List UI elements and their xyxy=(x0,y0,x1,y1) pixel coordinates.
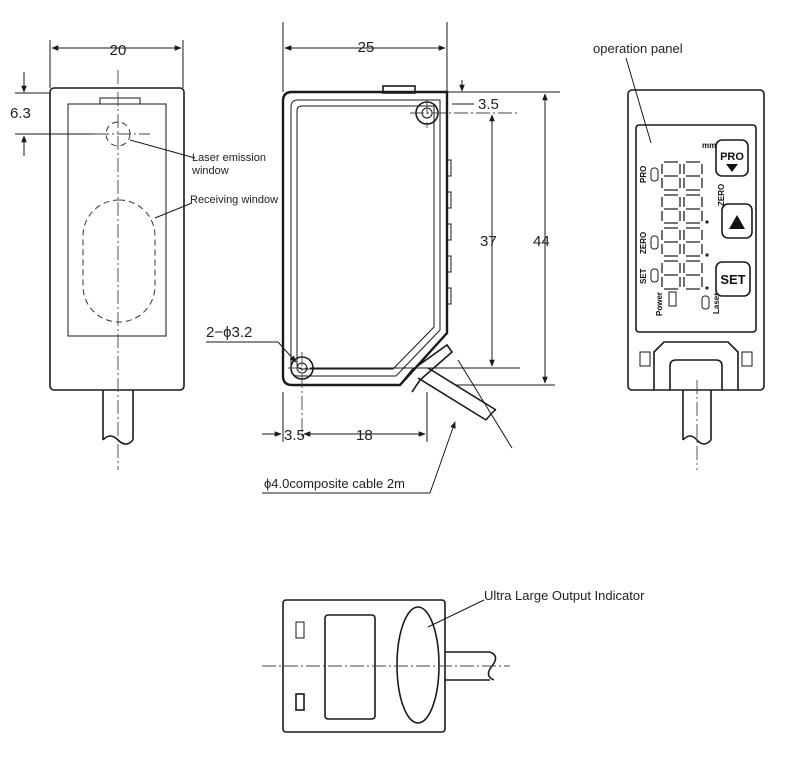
side-button xyxy=(446,255,452,273)
cable-strain-relief xyxy=(399,343,454,393)
front-window-frame xyxy=(67,103,167,337)
cable-label: ϕ4.0composite cable 2m xyxy=(264,476,405,491)
panel-strain-relief xyxy=(653,341,739,390)
cable-break xyxy=(102,435,134,445)
hole-spacing-h-label: 18 xyxy=(356,427,373,444)
digit-row-3 xyxy=(661,227,709,257)
display-digits xyxy=(661,161,709,290)
hole-spacing-v-label: 37 xyxy=(480,233,497,250)
seven-seg-digit xyxy=(683,194,703,224)
indicator-zero xyxy=(650,235,659,250)
down-arrow-icon xyxy=(726,164,738,172)
digit-row-1 xyxy=(661,161,703,191)
front-top-notch xyxy=(99,97,141,104)
top-indicator-square xyxy=(295,621,305,639)
leader-line xyxy=(277,341,297,363)
indicator-label-power: Power xyxy=(655,292,664,316)
cable-leader xyxy=(429,421,456,494)
indicator-label-zero: ZERO xyxy=(639,232,648,254)
side-width-label: 25 xyxy=(358,39,375,56)
decimal-point xyxy=(705,253,709,257)
seven-seg-digit xyxy=(683,161,703,191)
cable-edge xyxy=(427,367,497,411)
laser-window-label-line2: window xyxy=(191,165,229,177)
top-tab xyxy=(382,85,416,94)
set-button[interactable] xyxy=(715,261,751,297)
zero-side-label: ZERO xyxy=(717,184,726,206)
up-button[interactable] xyxy=(721,203,753,239)
laser-window-label-line1: Laser emission xyxy=(192,152,266,164)
hole-inset-left-label: 3.5 xyxy=(284,427,305,444)
leader-line xyxy=(129,139,196,159)
top-cable-edge xyxy=(445,651,490,681)
seven-seg-digit xyxy=(683,227,703,257)
side-height-label: 44 xyxy=(533,233,550,250)
side-inner-outline xyxy=(290,99,441,377)
seven-seg-digit xyxy=(683,260,703,290)
cable-edge xyxy=(417,377,487,421)
cable-center-line xyxy=(457,359,513,449)
operation-panel-view: operation panel mm PRO ZERO SET Power La… xyxy=(593,41,765,470)
leader-line xyxy=(154,202,193,219)
front-body-outline xyxy=(49,87,185,391)
front-view: 20 6.3 Laser emission window Receiving w… xyxy=(10,40,278,470)
top-view: Ultra Large Output Indicator xyxy=(262,588,645,733)
front-width-label: 20 xyxy=(110,42,127,59)
side-button xyxy=(446,287,452,305)
panel-clip xyxy=(741,351,753,367)
indicator-label-laser: Laser xyxy=(712,293,721,314)
indicator-set xyxy=(650,268,659,283)
decimal-point xyxy=(705,286,709,290)
operation-panel-label: operation panel xyxy=(593,41,683,56)
digit-row-4 xyxy=(661,260,709,290)
receiving-window-label: Receiving window xyxy=(190,194,278,206)
indicator-label-set: SET xyxy=(639,268,648,284)
receiving-window xyxy=(82,199,156,323)
hole-offset-label: 6.3 xyxy=(10,105,31,122)
indicator-label-pro: PRO xyxy=(639,166,648,183)
up-arrow-icon xyxy=(729,215,745,229)
set-button-label: SET xyxy=(720,272,745,287)
panel-clip xyxy=(639,351,651,367)
panel-cable-boot xyxy=(669,359,723,390)
top-indicator-square-dark xyxy=(295,693,305,711)
decimal-point xyxy=(705,220,709,224)
pro-button[interactable] xyxy=(715,139,749,177)
leader-line xyxy=(625,57,652,144)
panel-face xyxy=(635,124,757,333)
hole-inset-right-label: 3.5 xyxy=(478,96,499,113)
cable-break xyxy=(485,409,497,421)
top-display-window xyxy=(324,614,376,720)
indicator-pro xyxy=(650,167,659,182)
leader-line xyxy=(427,599,485,628)
indicator-power xyxy=(668,291,677,307)
cable-break xyxy=(682,435,712,445)
side-button xyxy=(446,223,452,241)
indicator-laser xyxy=(701,295,710,310)
hole-spec-label: 2−ϕ3.2 xyxy=(206,324,252,341)
output-indicator-label: Ultra Large Output Indicator xyxy=(484,588,645,603)
pro-button-label: PRO xyxy=(720,151,744,163)
digit-row-2 xyxy=(661,194,709,224)
seven-seg-digit xyxy=(661,194,681,224)
side-view: 25 3.5 37 xyxy=(206,22,560,494)
seven-seg-digit xyxy=(661,227,681,257)
side-inner-outline xyxy=(296,105,435,370)
seven-seg-digit xyxy=(661,161,681,191)
side-button xyxy=(446,159,452,177)
panel-body xyxy=(627,89,765,391)
seven-seg-digit xyxy=(661,260,681,290)
output-indicator-lens xyxy=(396,606,440,724)
side-body-outline xyxy=(281,90,449,387)
side-button xyxy=(446,191,452,209)
unit-label: mm xyxy=(702,141,716,150)
